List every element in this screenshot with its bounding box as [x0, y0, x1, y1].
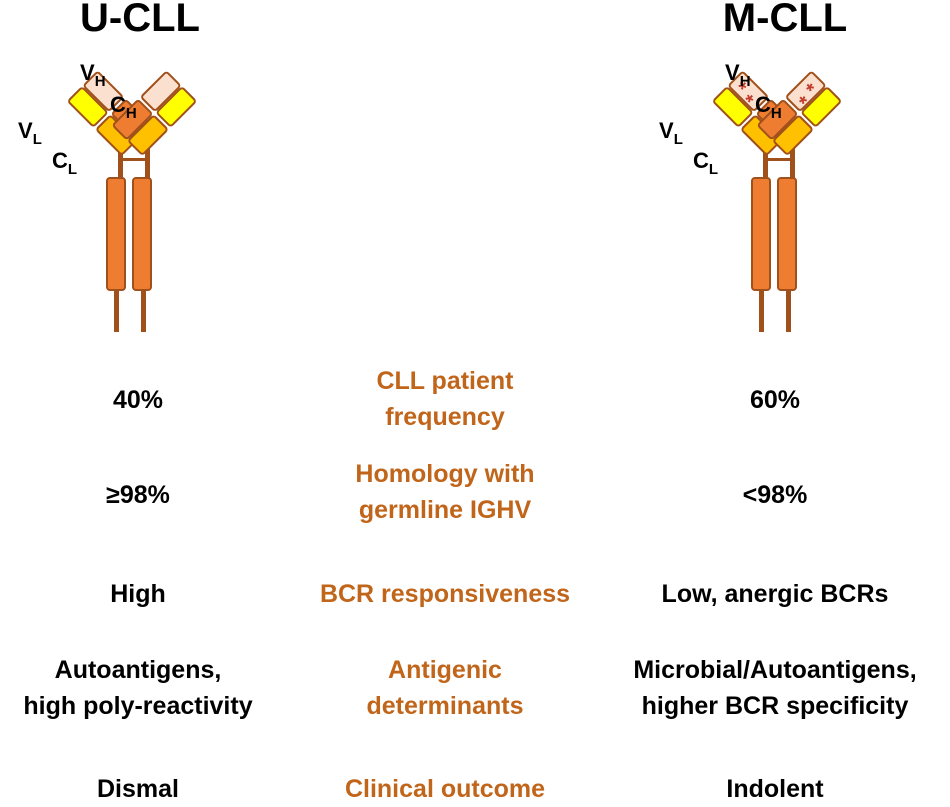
m-cll-bcr-responsiveness: Low, anergic BCRs	[661, 580, 889, 608]
category-bcr-responsiveness: BCR responsiveness	[319, 580, 571, 608]
u-cll-frequency: 40%	[112, 386, 164, 414]
antibody-diagram: VH CH VL CL * * * * VH CH VL CL	[18, 60, 841, 333]
u-cll-bcr-responsiveness: High	[110, 580, 166, 608]
m-cll-antibody: * * * * VH CH VL CL	[659, 60, 841, 333]
m-cll-clinical-outcome: Indolent	[726, 775, 824, 803]
u-cll-title: U-CLL	[80, 0, 200, 40]
m-cll-homology: <98%	[742, 481, 808, 509]
m-cll-antigenic-determinants: Microbial/Autoantigens,higher BCR specif…	[633, 656, 917, 720]
ch-label: CH	[755, 92, 782, 122]
ch-label: CH	[110, 92, 137, 122]
u-cll-clinical-outcome: Dismal	[97, 775, 179, 803]
vl-label: VL	[18, 118, 42, 148]
vh-label: VH	[725, 60, 751, 90]
vh-label: VH	[80, 60, 106, 90]
cl-label: CL	[52, 148, 77, 178]
u-cll-antigenic-determinants: Autoantigens,high poly-reactivity	[23, 656, 253, 720]
m-cll-frequency: 60%	[749, 386, 801, 414]
vl-label: VL	[659, 118, 683, 148]
vh-domain-left	[83, 71, 123, 111]
category-clinical-outcome: Clinical outcome	[344, 775, 546, 803]
u-cll-antibody: VH CH VL CL	[18, 60, 196, 333]
u-cll-homology: ≥98%	[106, 481, 170, 509]
m-cll-title: M-CLL	[722, 0, 848, 40]
cl-label: CL	[693, 148, 718, 178]
